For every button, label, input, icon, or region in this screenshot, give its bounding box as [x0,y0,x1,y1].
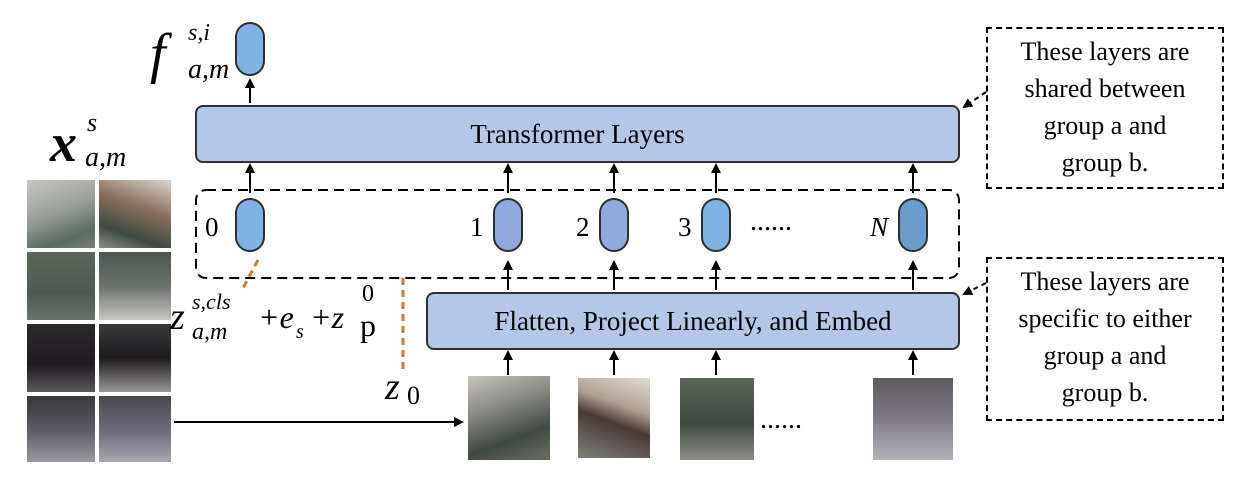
patch-image-n [873,378,953,460]
cls-plus-z: +z [310,299,345,335]
cls-plus-e: +e [258,299,294,335]
input-patch-r2c2 [99,252,171,320]
specific-layers-note: These layers are specific to either grou… [986,257,1224,421]
patch-image-1 [468,376,550,460]
embed-layers-label: Flatten, Project Linearly, and Embed [494,305,892,336]
cls-zp-sup: 0 [362,281,374,307]
shared-layers-note: These layers are shared between group a … [986,27,1224,189]
output-symbol-base: f [150,23,166,85]
z0-base: z [385,366,400,408]
embed-layers-box: Flatten, Project Linearly, and Embed [426,292,960,350]
input-patch-r4c2 [99,396,171,462]
patch-image-2 [578,378,650,458]
cls-zp-sub: p [360,307,376,343]
patch-image-3 [680,378,754,460]
output-symbol-sup: s,i [188,20,211,46]
cls-z: z [170,296,185,338]
shared-note-line-1: These layers are [1020,37,1190,66]
transformer-layers-label: Transformer Layers [470,118,685,149]
token-n [898,198,928,252]
specific-note-line-1: These layers are [1020,267,1190,296]
shared-note-arrow [962,91,987,109]
input-patch-r1c2 [99,180,171,248]
input-patch-r2c1 [27,252,95,320]
token-label-2: 2 [576,212,590,242]
input-patch-r3c1 [27,324,95,392]
input-patch-r1c1 [27,180,95,248]
transformer-layers-box: Transformer Layers [195,105,960,163]
input-symbol-sup: s [87,108,98,137]
shared-note-line-2: shared between [1024,74,1186,103]
token-2 [599,198,629,252]
input-symbol: x s a,m [50,108,170,178]
cls-z-sup: s,cls [192,289,231,314]
input-symbol-sub: a,m [85,142,127,173]
shared-note-line-3: group a and [1043,111,1167,140]
token-label-1: 1 [470,212,484,242]
output-symbol: f s,i a,m [150,16,240,86]
input-patch-r4c1 [27,396,95,462]
token-label-n: N [870,212,889,242]
z0-sub: 0 [407,381,420,410]
specific-note-line-2: specific to either [1018,304,1192,333]
input-symbol-base: x [50,113,77,173]
patch-ellipsis: ...... [760,404,802,435]
specific-note-arrow [962,282,987,295]
cls-dashed-link [240,259,260,291]
output-token [235,22,265,76]
z0-label: z 0 [385,365,445,415]
shared-note-line-4: group b. [1061,148,1149,177]
token-0 [235,198,265,252]
token-group-dashed-box [195,189,960,279]
cls-e-sub: s [296,321,304,343]
cls-token-formula: z s,cls a,m +e s +z 0 p [170,281,430,355]
output-symbol-sub: a,m [188,54,230,85]
token-ellipsis: ...... [750,206,792,237]
token-1 [493,198,523,252]
token-3 [701,198,731,252]
cls-z-sub: a,m [192,319,228,345]
token-label-0: 0 [205,212,219,242]
specific-note-line-3: group a and [1043,341,1167,370]
input-patch-r3c2 [99,324,171,392]
specific-note-line-4: group b. [1061,378,1149,407]
token-label-3: 3 [678,212,692,242]
